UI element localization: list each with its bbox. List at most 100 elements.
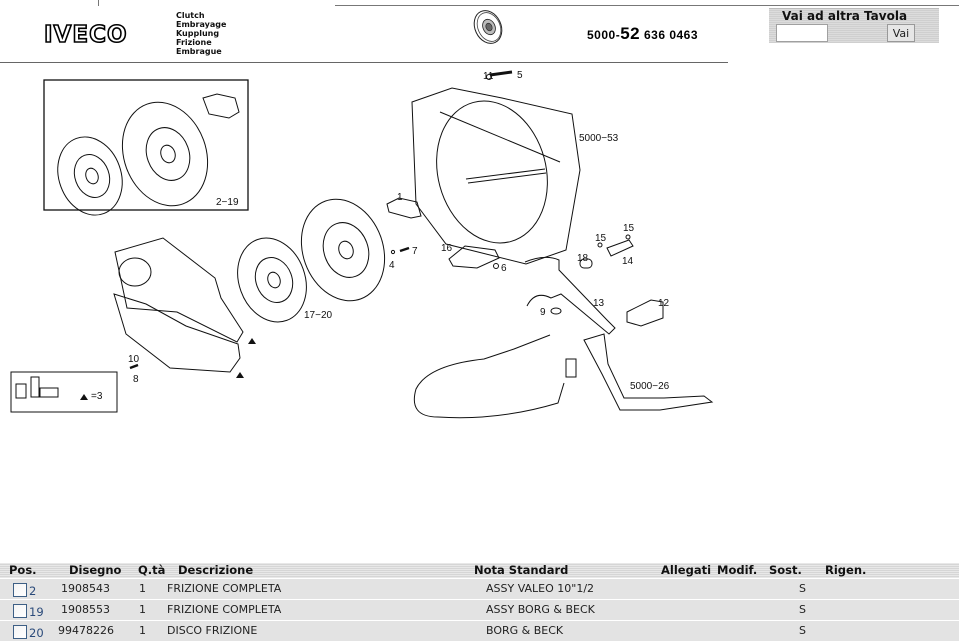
table-number-input[interactable] [776,24,828,42]
inset-clutch-disc [57,136,123,216]
row-descrizione: FRIZIONE COMPLETA [167,603,282,616]
triangle-marker-legend [80,394,88,400]
callout-9: 9 [540,307,546,318]
inset-pressure-plate [121,101,209,207]
row-nota: ASSY BORG & BECK [486,603,595,616]
table-code: 5000-52 636 0463 [587,24,698,44]
header-divider-tick [98,0,99,6]
callout-10: 10 [128,354,140,365]
legend-frame [10,371,118,413]
inset-frame [43,79,249,211]
row-select-checkbox[interactable] [13,604,27,618]
lang-en: Clutch [176,11,205,20]
lang-it: Frizione [176,38,212,47]
callout-15a: 15 [595,233,607,244]
row-pos-link[interactable]: 20 [29,626,44,640]
row-sost: S [799,624,806,637]
legend-triangle-note: =3 [91,391,103,402]
inset-release-bearing [202,93,240,119]
row-qta: 1 [139,624,146,637]
engine-plate-upper [114,237,244,343]
header-bottom-rule [0,62,728,63]
lang-de: Kupplung [176,29,220,38]
callout-7: 7 [412,246,418,257]
engine-plate-lower [113,293,241,373]
ring-15b [625,234,631,240]
callout-5: 5 [517,70,523,81]
release-fork-13 [524,256,616,335]
parts-table: Pos. Disegno Q.tà Descrizione Nota Stand… [0,563,959,641]
row-select-checkbox[interactable] [13,625,27,639]
row-descrizione: FRIZIONE COMPLETA [167,582,282,595]
row-sost: S [799,582,806,595]
col-disegno: Disegno [69,563,122,577]
row-pos-link[interactable]: 2 [29,584,37,598]
callout-8: 8 [133,374,139,385]
callout-16: 16 [441,243,453,254]
cable-clip [565,358,577,378]
row-descrizione: DISCO FRIZIONE [167,624,258,637]
callout-14: 14 [622,256,634,267]
table-code-suffix: 636 0463 [643,28,699,42]
col-rigen: Rigen. [825,563,867,577]
washer-11 [486,74,492,80]
screw-6 [493,263,499,269]
exploded-parts-diagram: 2−19 11 5 5000−53 1 7 4 16 6 15 15 18 14… [10,70,714,419]
table-row: 20 99478226 1 DISCO FRIZIONE BORG & BECK… [0,620,959,641]
bushing-18 [579,258,593,269]
triangle-markers [80,338,256,400]
lang-es: Embrague [176,47,222,56]
col-pos: Pos. [9,563,37,577]
row-pos-link[interactable]: 19 [29,605,44,619]
col-sost: Sost. [769,563,802,577]
row-sost: S [799,603,806,616]
goto-table-panel: Vai ad altra Tavola Vai [769,8,939,43]
iveco-logo: IVECO [43,21,128,49]
table-row: 2 1908543 1 FRIZIONE COMPLETA ASSY VALEO… [0,578,959,599]
col-descrizione: Descrizione [178,563,254,577]
bell-housing [411,87,581,265]
legend-part-c [39,387,59,398]
callout-17-20: 17−20 [304,310,333,321]
table-row: 19 1908553 1 FRIZIONE COMPLETA ASSY BORG… [0,599,959,620]
col-modif: Modif. [717,563,758,577]
lang-fr: Embrayage [176,20,227,29]
washer-4 [390,249,396,255]
callout-18: 18 [577,253,589,264]
pressure-plate [300,198,386,302]
boot-12 [626,299,664,327]
clutch-pedal [583,333,714,411]
row-disegno: 1908553 [61,603,110,616]
callout-4: 4 [389,260,395,271]
washer-9 [550,307,562,315]
bolt-5 [489,70,513,77]
clutch-disc [237,237,307,323]
callout-15b: 15 [623,223,635,234]
header-top-rule [335,5,959,6]
goto-table-title: Vai ad altra Tavola [782,9,908,23]
table-code-prefix: 5000- [587,28,621,42]
legend-part-b [30,376,40,398]
callout-5000-53: 5000−53 [579,133,619,144]
row-nota: ASSY VALEO 10"1/2 [486,582,595,595]
pivot-14 [606,239,634,257]
callout-1: 1 [397,192,403,203]
goto-button[interactable]: Vai [887,24,915,42]
row-qta: 1 [139,582,146,595]
cover-plate-16 [448,245,500,269]
release-bearing-1 [386,197,422,219]
row-nota: BORG & BECK [486,624,564,637]
clutch-cable [413,334,551,418]
triangle-marker-2 [236,372,244,378]
col-nota-standard: Nota Standard [474,563,569,577]
row-select-checkbox[interactable] [13,583,27,597]
bolt-7 [399,246,410,253]
callout-6: 6 [501,263,507,274]
callout-2-19: 2−19 [216,197,239,208]
bolt-8 [129,363,139,370]
callout-5000-26: 5000−26 [630,381,670,392]
col-qta: Q.tà [138,563,166,577]
plate-opening [118,257,152,287]
section-title-languages: Clutch Embrayage Kupplung Frizione Embra… [176,11,226,56]
table-code-main: 52 [620,24,641,43]
